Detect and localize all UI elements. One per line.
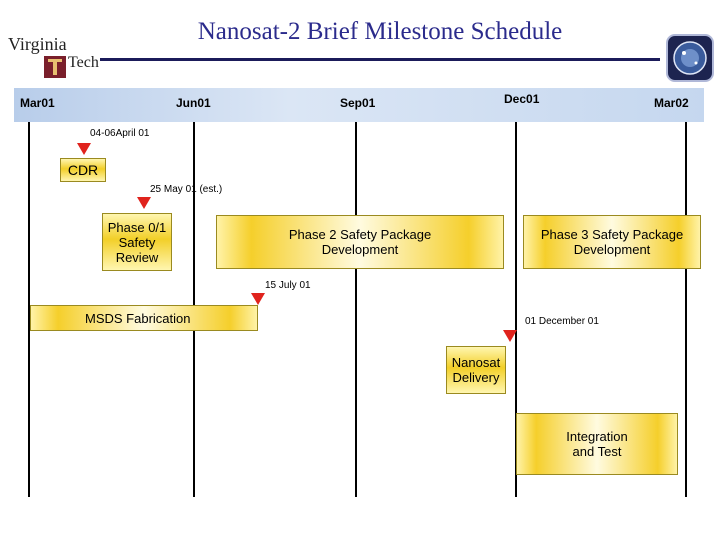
msds-date-label: 15 July 01: [265, 280, 311, 291]
virginia-tech-logo: Virginia Tech: [6, 34, 102, 80]
timeline-label-jun01: Jun01: [176, 96, 211, 110]
phase01-date-label: 25 May 01 (est.): [150, 184, 223, 195]
delivery-box: Nanosat Delivery: [446, 346, 506, 394]
gridline-sep01: [355, 122, 357, 497]
logo-mark: [44, 56, 66, 78]
gridline-mar02: [685, 122, 687, 497]
msds-marker: [251, 293, 265, 305]
phase01-marker: [137, 197, 151, 209]
gridline-mar01: [28, 122, 30, 497]
timeline-bar: [14, 88, 704, 122]
cdr-date-label: 04-06April 01: [90, 128, 150, 139]
logo-text-tech: Tech: [68, 54, 99, 71]
phase01-box: Phase 0/1 Safety Review: [102, 213, 172, 271]
delivery-date-label: 01 December 01: [525, 316, 599, 327]
cdr-box: CDR: [60, 158, 106, 182]
timeline-label-dec01: Dec01: [504, 92, 540, 106]
delivery-marker: [503, 330, 517, 342]
integration-box: Integration and Test: [516, 413, 678, 475]
phase2-bar: Phase 2 Safety Package Development: [216, 215, 504, 269]
timeline-label-mar02: Mar02: [654, 96, 689, 110]
cdr-marker: [77, 143, 91, 155]
title-rule: [100, 58, 660, 61]
gridline-dec01: [515, 122, 517, 497]
page-title: Nanosat-2 Brief Milestone Schedule: [197, 18, 563, 45]
mission-emblem-icon: [666, 34, 714, 82]
timeline-label-mar01: Mar01: [20, 96, 55, 110]
phase3-bar: Phase 3 Safety Package Development: [523, 215, 701, 269]
msds-bar: MSDS Fabrication: [30, 305, 258, 331]
timeline-label-sep01: Sep01: [340, 96, 376, 110]
logo-text-virginia: Virginia: [8, 34, 67, 54]
